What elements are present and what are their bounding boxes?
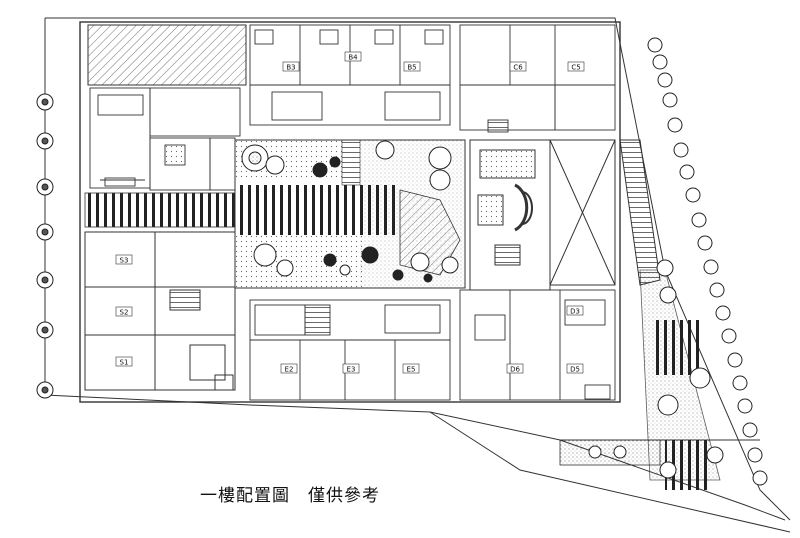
left-tree-row [36, 93, 54, 399]
left-upper-rooms [89, 87, 241, 191]
unit-label-text: B4 [348, 54, 358, 62]
right-tree-row [647, 37, 768, 486]
unit-label-e3: E3 [342, 363, 360, 374]
unit-label-s2: S2 [115, 306, 133, 317]
unit-label-b3: B3 [282, 61, 300, 72]
bottom-units [249, 289, 616, 401]
right-lobby [469, 139, 616, 291]
unit-label-d5: D5 [566, 363, 584, 374]
unit-label-c6: C6 [509, 61, 527, 72]
unit-label-e5: E5 [402, 363, 420, 374]
unit-label-text: B3 [286, 64, 295, 72]
unit-label-text: S3 [120, 257, 129, 265]
unit-label-d6: D6 [506, 363, 524, 374]
right-ramp [619, 139, 721, 481]
unit-label-text: E5 [407, 366, 416, 374]
caption-title: 一樓配置圖 [200, 486, 290, 506]
crosswalk-left [84, 192, 236, 228]
unit-label-text: D3 [570, 308, 580, 316]
unit-labels: B3 B4 B5 C6 C5 S3 S2 S1 E2 E3 E5 D6 D5 D… [115, 51, 585, 374]
courtyard-trees [241, 140, 459, 283]
building-outline [79, 21, 621, 403]
unit-label-text: C6 [513, 64, 523, 72]
unit-label-text: E2 [285, 366, 294, 374]
unit-label-text: S1 [120, 359, 129, 367]
unit-label-text: C5 [571, 64, 580, 72]
unit-label-text: D5 [570, 366, 580, 374]
unit-label-b5: B5 [403, 61, 421, 72]
unit-label-c5: C5 [567, 61, 585, 72]
unit-label-d3: D3 [566, 305, 584, 316]
unit-label-text: E3 [347, 366, 356, 374]
unit-label-text: D6 [510, 366, 520, 374]
parking-ramp [87, 24, 247, 86]
bottom-patio [559, 439, 710, 490]
plan-caption: 一樓配置圖僅供參考 [200, 481, 500, 506]
unit-label-s3: S3 [115, 254, 133, 265]
unit-label-text: B5 [407, 64, 416, 72]
top-units [249, 24, 616, 133]
unit-label-b4: B4 [344, 51, 362, 62]
unit-label-e2: E2 [280, 363, 298, 374]
caption-note: 僅供參考 [308, 486, 380, 506]
unit-label-text: S2 [120, 309, 129, 317]
unit-label-s1: S1 [115, 356, 133, 367]
right-steps [655, 320, 700, 375]
left-lower-units [84, 231, 236, 391]
